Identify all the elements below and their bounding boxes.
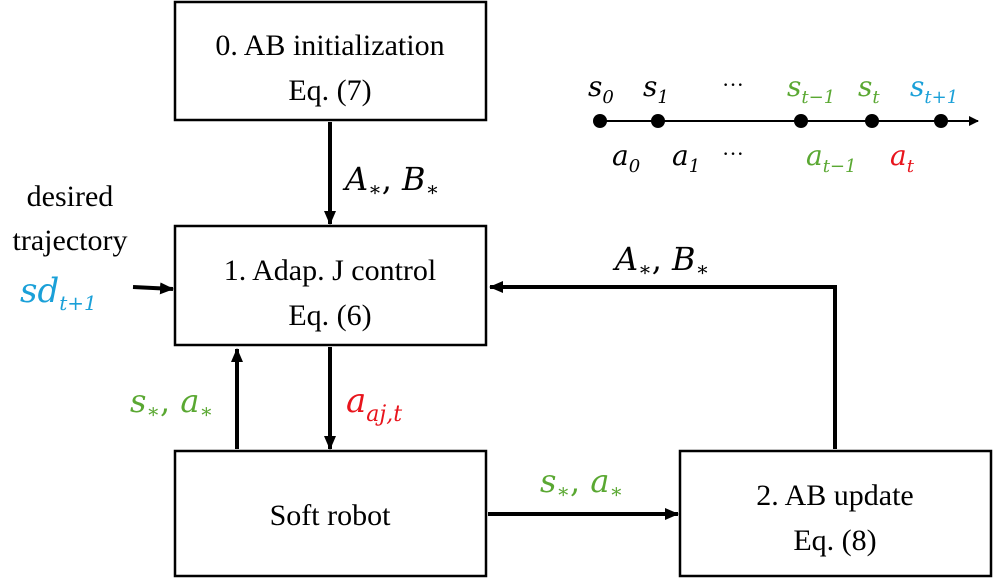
timeline-node-t-minus-1 <box>794 114 808 128</box>
desired-state-symbol: sdt+1 <box>20 271 97 315</box>
adaptive-j-control-title: 1. Adap. J control <box>224 254 436 287</box>
adaptive-j-control-equation: Eq. (6) <box>288 299 371 332</box>
ab-update-equation: Eq. (8) <box>793 524 876 557</box>
action-label-a1: a1 <box>672 139 700 177</box>
state-label-s1: s1 <box>643 70 669 108</box>
ab-initialization-equation: Eq. (7) <box>288 74 371 107</box>
timeline-node-t <box>865 114 879 128</box>
ab-initialization-box: 0. AB initialization Eq. (7) <box>173 0 488 122</box>
action-label-at-minus-1: at−1 <box>806 139 856 177</box>
timeline-node-0 <box>593 114 607 128</box>
ab-feedback-label: A∗, B∗ <box>612 240 709 281</box>
timeline-node-t-plus-1 <box>934 114 948 128</box>
timeline-node-1 <box>651 114 665 128</box>
desired-label: desired <box>27 180 114 213</box>
action-label-a0: a0 <box>612 139 640 177</box>
ab-initialization-title: 0. AB initialization <box>215 29 444 62</box>
ab-update-box: 2. AB update Eq. (8) <box>678 449 993 578</box>
state-action-up-label: s∗, a∗ <box>130 382 213 423</box>
state-label-st-minus-1: st−1 <box>787 70 835 108</box>
ab-down-label: A∗, B∗ <box>342 160 439 201</box>
soft-robot-box: Soft robot <box>173 449 488 578</box>
soft-robot-title: Soft robot <box>270 499 392 532</box>
state-ellipsis: ··· <box>722 72 744 97</box>
action-label-at: at <box>890 139 915 177</box>
ab-update-title: 2. AB update <box>756 479 914 512</box>
state-label-st: st <box>858 70 880 108</box>
action-ellipsis: ··· <box>722 141 744 166</box>
timeline: s0 s1 ··· st−1 st st+1 a0 a1 ··· at−1 at <box>588 70 979 177</box>
adaptive-action-label: aaj,t <box>346 381 402 427</box>
state-label-s0: s0 <box>588 70 614 108</box>
state-action-right-label: s∗, a∗ <box>540 462 623 503</box>
trajectory-label: trajectory <box>13 224 128 257</box>
desired-trajectory-arrow <box>132 282 174 295</box>
adaptive-j-control-box: 1. Adap. J control Eq. (6) <box>173 224 488 347</box>
update-to-control-feedback-arrow <box>489 281 837 449</box>
state-label-st-plus-1: st+1 <box>910 70 958 108</box>
